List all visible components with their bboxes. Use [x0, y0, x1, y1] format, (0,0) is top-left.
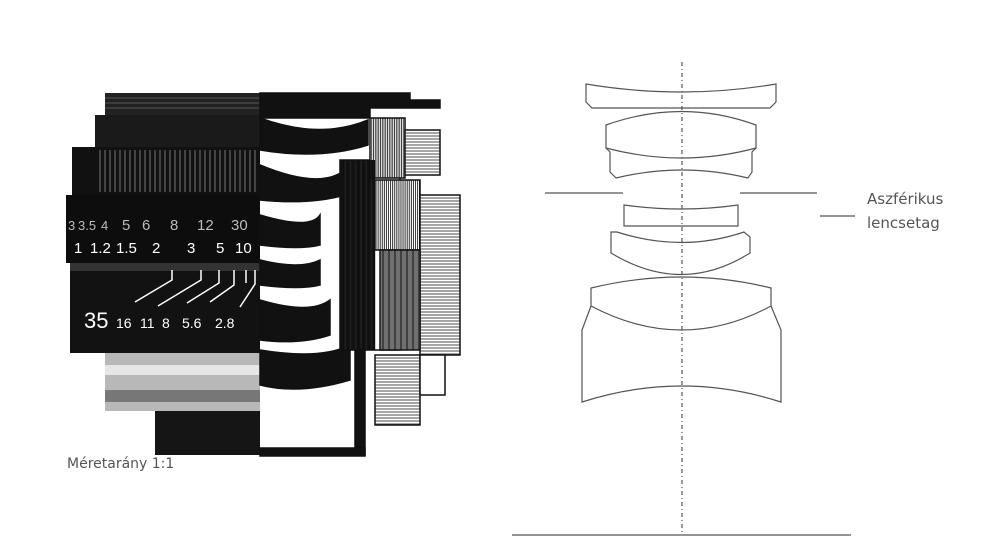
- lens-scales: 3 3.5 4 5 6 8 12 30 1 1.2 1.5 2 3 5 10 3…: [68, 217, 252, 333]
- lens-element-5: [610, 231, 751, 275]
- aspherical-element: [623, 204, 739, 227]
- distance-mark: 2: [152, 240, 160, 257]
- scale-caption: Méretarány 1:1: [67, 456, 175, 472]
- lens-element-3: [605, 147, 757, 179]
- lens-exterior: [66, 93, 260, 455]
- distance-mark: 10: [235, 240, 252, 257]
- aperture-mark: 8: [162, 315, 170, 331]
- dof-mark: 4: [101, 218, 108, 233]
- lens-element-7: [581, 305, 782, 403]
- aperture-mark: 5.6: [182, 315, 202, 331]
- aperture-mark: 2.8: [215, 315, 235, 331]
- distance-mark: 1.2: [90, 240, 111, 257]
- aperture-mark: 16: [116, 315, 132, 331]
- distance-mark: 1.5: [116, 240, 137, 257]
- dof-mark: 30: [231, 217, 248, 234]
- dof-mark: 3: [68, 218, 75, 233]
- lens-cutaway: [259, 92, 461, 457]
- distance-mark: 3: [187, 240, 195, 257]
- optical-diagram: [512, 62, 855, 536]
- lens-element-2: [605, 110, 757, 159]
- lens-element-1: [585, 83, 777, 109]
- distance-mark: 1: [74, 240, 82, 257]
- lens-element-6: [590, 276, 772, 331]
- aspherical-label: Aszférikus lencsetag: [867, 187, 943, 235]
- dof-mark: 8: [170, 217, 178, 234]
- dof-mark: 12: [197, 217, 214, 234]
- label-line-2: lencsetag: [867, 214, 940, 232]
- aperture-mark: 11: [140, 315, 155, 331]
- dof-mark: 5: [122, 217, 130, 234]
- distance-mark: 5: [216, 240, 224, 257]
- focal-length-mark: 35: [84, 308, 108, 333]
- dof-mark: 6: [142, 217, 150, 234]
- label-line-1: Aszférikus: [867, 190, 944, 208]
- dof-mark: 3.5: [78, 218, 96, 233]
